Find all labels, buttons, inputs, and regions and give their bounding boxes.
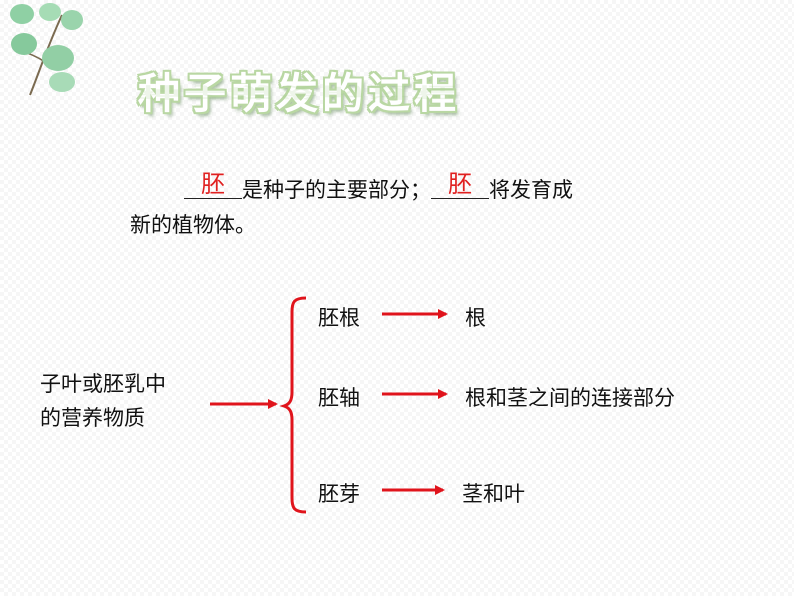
answer-blank-1: 胚 bbox=[184, 170, 242, 205]
intro-text-2: 将发育成 bbox=[489, 178, 573, 202]
intro-line-2: 新的植物体。 bbox=[130, 213, 256, 237]
branch-part-3: 胚芽 bbox=[318, 482, 360, 506]
leaf-decoration-icon bbox=[10, 3, 83, 96]
source-label-line-1: 子叶或胚乳中 bbox=[40, 372, 166, 396]
answer-2: 胚 bbox=[448, 170, 472, 198]
brace bbox=[279, 296, 307, 514]
branch-part-1: 胚根 bbox=[318, 306, 360, 330]
branch-part-2: 胚轴 bbox=[318, 386, 360, 410]
answer-1: 胚 bbox=[201, 170, 225, 198]
branch-result-1: 根 bbox=[465, 306, 486, 330]
slide-title: 种子萌发的过程 bbox=[138, 69, 461, 118]
intro-text-1: 是种子的主要部分； bbox=[242, 178, 431, 202]
branch-result-3: 茎和叶 bbox=[462, 482, 525, 506]
answer-blank-2: 胚 bbox=[431, 170, 489, 205]
intro-line-1: 胚 是种子的主要部分； 胚 将发育成 bbox=[184, 170, 573, 205]
branch-result-2: 根和茎之间的连接部分 bbox=[465, 386, 675, 410]
slide-title-reflection: 种子萌发的过程 bbox=[138, 83, 461, 101]
source-label-line-2: 的营养物质 bbox=[40, 406, 145, 430]
